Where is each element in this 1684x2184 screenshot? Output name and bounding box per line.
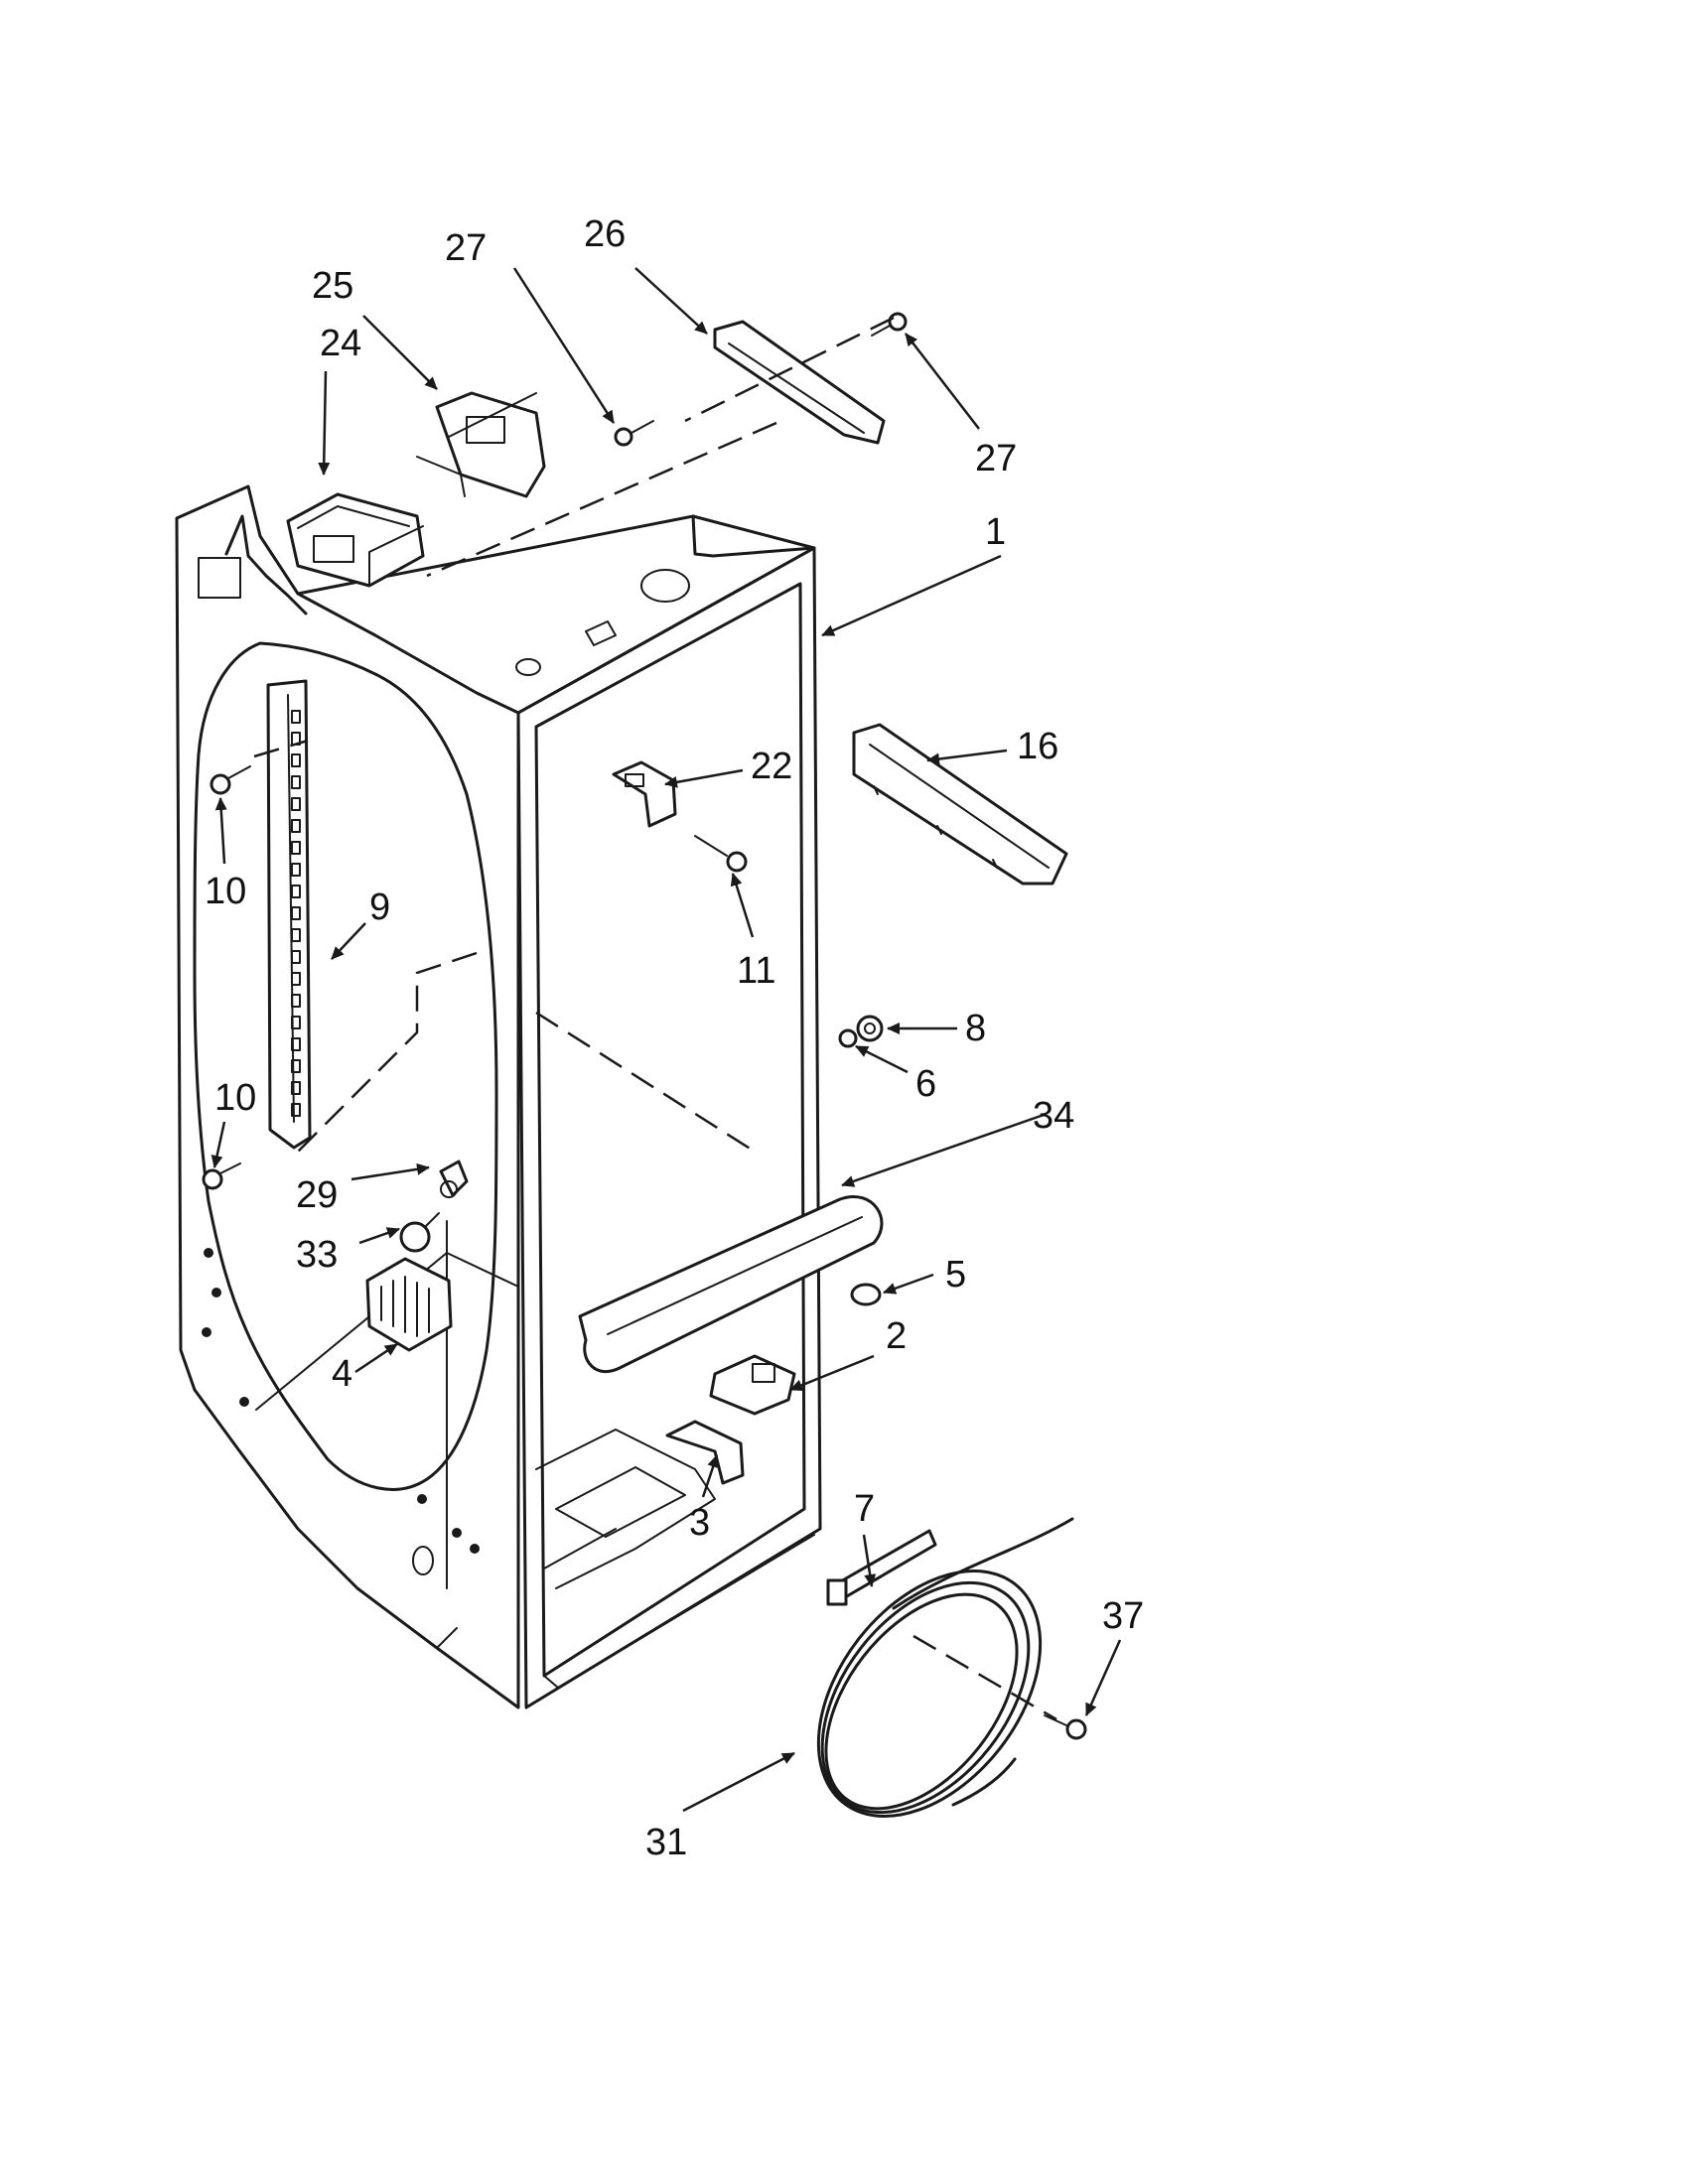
callout-1: 1	[985, 511, 1006, 553]
callout-11: 11	[737, 950, 775, 992]
cabinet-liner	[175, 484, 822, 1709]
deflector-34	[578, 1195, 884, 1374]
rail-slot	[291, 753, 301, 767]
callout-24: 24	[320, 323, 361, 364]
plug-5	[850, 1283, 882, 1306]
callout-2: 2	[886, 1315, 907, 1357]
rail-slot	[291, 994, 301, 1008]
bracket-3	[665, 1420, 745, 1485]
channel-26	[713, 320, 886, 445]
light-socket-29	[439, 1160, 469, 1198]
shelf-ladder-rail	[266, 679, 312, 1150]
alignment-lines	[253, 316, 1057, 1721]
rail-slot	[291, 1037, 301, 1051]
callout-37: 37	[1102, 1595, 1144, 1637]
rail-slot	[291, 972, 301, 986]
screw-10-upper	[210, 765, 251, 795]
rail-slot	[291, 710, 301, 724]
rail-slot	[291, 1016, 301, 1029]
rail-slot	[291, 1081, 301, 1095]
callout-5: 5	[945, 1254, 966, 1296]
light-bulb-33	[399, 1212, 440, 1253]
bracket-2	[709, 1354, 796, 1416]
rail-slot	[291, 841, 301, 855]
rail-slot	[291, 928, 301, 942]
bracket-22	[612, 760, 677, 828]
rail-slot	[291, 950, 301, 964]
callout-7: 7	[854, 1488, 875, 1530]
callout-27-right: 27	[975, 438, 1017, 479]
rail-slot	[291, 1103, 301, 1117]
callout-16: 16	[1017, 726, 1058, 767]
callout-25: 25	[312, 265, 353, 307]
rail-slot	[291, 819, 301, 833]
cable-tie-7	[826, 1529, 937, 1606]
callout-26: 26	[584, 213, 626, 255]
rail-slot	[291, 1059, 301, 1073]
screw-27-top	[614, 420, 654, 447]
callout-31: 31	[645, 1822, 687, 1863]
callout-34: 34	[1033, 1095, 1074, 1137]
screw-6	[838, 1028, 858, 1048]
rail-slot	[291, 797, 301, 811]
screw-37	[1044, 1714, 1087, 1740]
callout-33: 33	[296, 1234, 338, 1276]
screw-11	[694, 835, 748, 873]
water-tubing-31	[816, 1517, 1074, 1818]
callout-10-lower: 10	[214, 1077, 256, 1119]
grille-4	[365, 1257, 453, 1352]
callout-10-upper: 10	[205, 871, 246, 912]
leader-lines	[210, 267, 1122, 1813]
channel-16	[852, 723, 1068, 886]
callout-labels: 1 2 3 4 5 6 7 8 9 10 10 11 16 22 24 25 2…	[205, 213, 1144, 1863]
housing-link-line	[448, 392, 537, 438]
screw-10-lower	[202, 1162, 241, 1190]
callout-27-top: 27	[445, 227, 487, 269]
rail-slot	[291, 863, 301, 877]
callout-6: 6	[915, 1063, 936, 1105]
callout-3: 3	[689, 1502, 710, 1544]
callout-4: 4	[332, 1353, 352, 1395]
callout-9: 9	[369, 887, 390, 928]
air-housing-25	[416, 391, 546, 498]
callout-8: 8	[965, 1008, 986, 1049]
cap-8	[856, 1015, 884, 1042]
rail-slot	[291, 775, 301, 789]
air-housing-24	[286, 492, 425, 588]
callout-22: 22	[751, 746, 792, 787]
rail-slot	[291, 906, 301, 920]
rail-slot	[291, 885, 301, 898]
callout-29: 29	[296, 1174, 338, 1216]
